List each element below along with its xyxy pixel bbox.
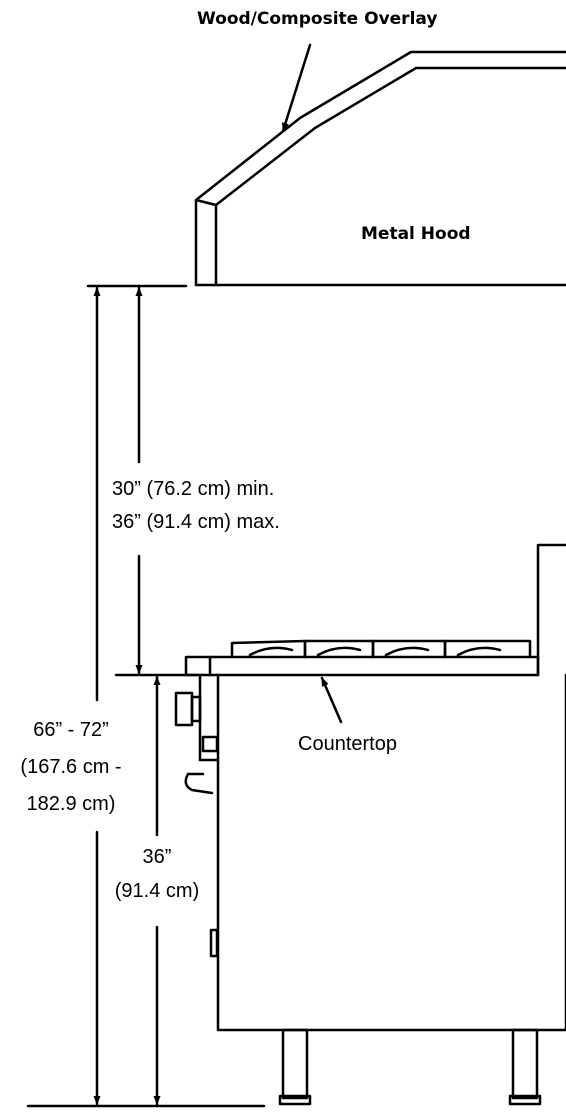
hood-label: Metal Hood xyxy=(361,224,471,244)
metal-hood xyxy=(194,50,566,287)
range-appliance xyxy=(174,543,566,1106)
total-height-line3: 182.9 cm) xyxy=(26,793,116,815)
overlay-pointer-arrow xyxy=(281,43,312,133)
hood-clearance-min-label: 30” (76.2 cm) min. xyxy=(112,478,275,500)
hood-clearance-max-label: 36” (91.4 cm) max. xyxy=(112,511,280,533)
total-height-line2: (167.6 cm - xyxy=(20,756,122,778)
counter-height-line2: (91.4 cm) xyxy=(114,880,200,902)
countertop-pointer-arrow xyxy=(320,676,343,724)
countertop-label: Countertop xyxy=(298,733,397,755)
overlay-label: Wood/Composite Overlay xyxy=(197,9,438,29)
counter-height-line1: 36” xyxy=(142,846,172,868)
total-height-line1: 66” - 72” xyxy=(33,719,109,741)
